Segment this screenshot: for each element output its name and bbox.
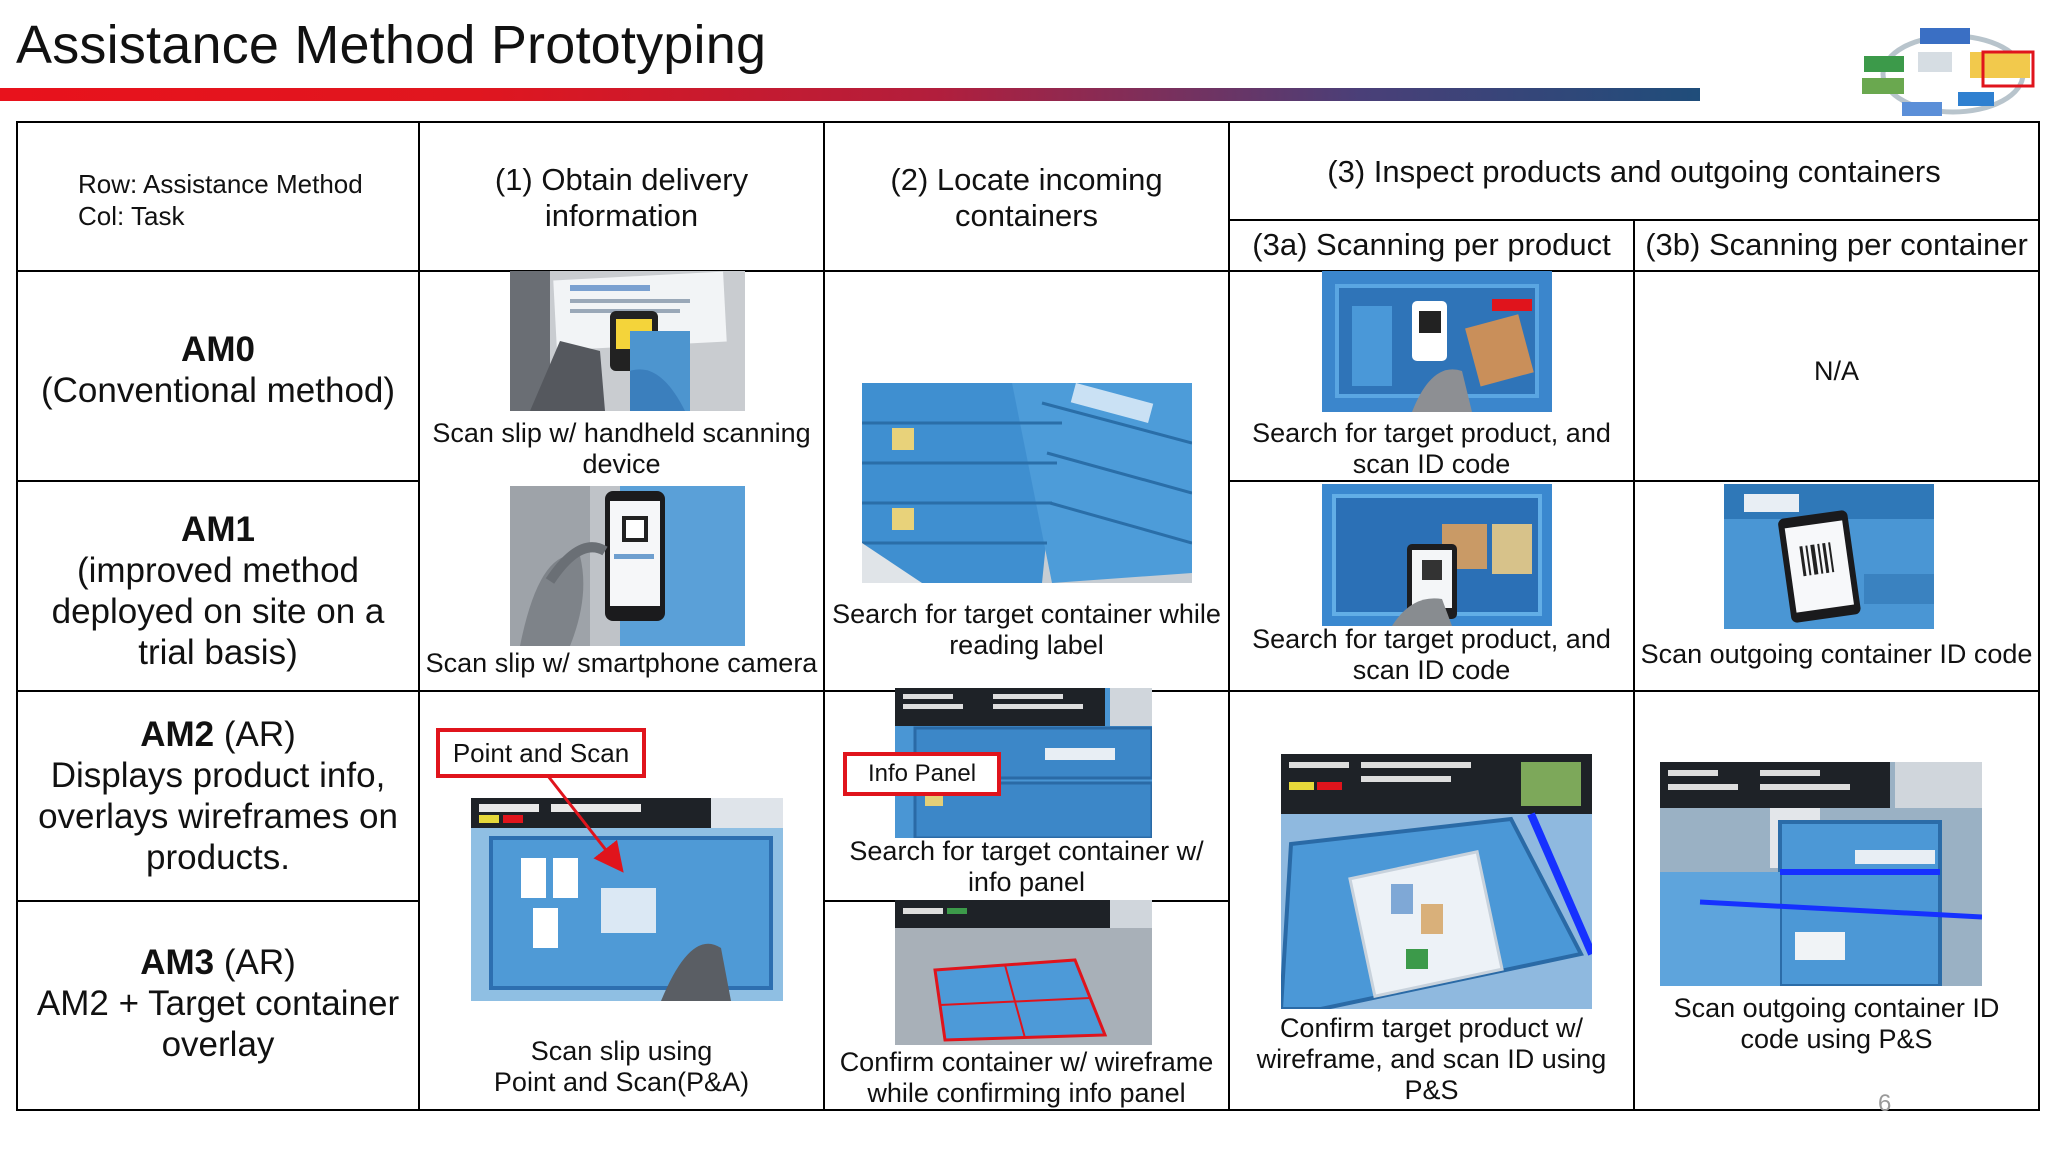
column-header-3a: (3a) Scanning per product: [1252, 227, 1611, 262]
photo-container-label-scan: [1724, 484, 1934, 629]
am0-desc: (Conventional method): [40, 371, 396, 410]
am0-name: AM0: [181, 330, 255, 369]
col-divider: [1228, 121, 1230, 1111]
caption-am2-c2-l2: info panel: [967, 867, 1086, 897]
caption-am0-c3a: Search for target product, and scan ID c…: [1230, 418, 1633, 480]
am1-desc-1: (improved method: [76, 551, 360, 590]
am3-name: AM3: [140, 943, 215, 982]
process-diagram-thumbnail: [1858, 22, 2038, 122]
caption-c1-am23-l1: Scan slip using: [530, 1036, 713, 1066]
am2-tag: (AR): [214, 715, 296, 754]
caption-c3b-am23-l2: code using P&S: [1740, 1024, 1933, 1054]
row-divider: [1228, 480, 2038, 482]
caption-am2-c2: Search for target container w/ info pane…: [825, 836, 1228, 898]
caption-am0-c3a-l1: Search for target product, and: [1252, 418, 1611, 448]
am1-name: AM1: [181, 510, 255, 549]
caption-c3a-am23-l2: wireframe, and scan ID using: [1256, 1044, 1607, 1074]
title-gradient-rule: [0, 88, 1700, 101]
photo-product-scan-am1: [1322, 484, 1552, 626]
photo-container-ps-scan: [1660, 762, 1982, 986]
am1-desc-3: trial basis): [138, 633, 298, 672]
caption-am3-c2-l2: while confirming info panel: [867, 1078, 1186, 1108]
col-divider: [418, 121, 420, 1111]
corner-legend: Row: Assistance Method Col: Task: [78, 168, 363, 232]
am2-desc-1: Displays product info,: [50, 756, 386, 795]
caption-am1-c3a-l1: Search for target product, and: [1252, 624, 1611, 654]
row-divider: [16, 270, 2038, 272]
row-label-am0: AM0 (Conventional method): [18, 329, 418, 411]
point-and-scan-callout: Point and Scan: [436, 728, 646, 778]
column-header-3b: (3b) Scanning per container: [1645, 227, 2028, 262]
am2-desc-2: overlays wireframes on: [38, 797, 398, 836]
row-divider: [16, 900, 418, 902]
caption-am0-c1-l1: Scan slip w/ handheld scanning: [432, 418, 811, 448]
am3-tag: (AR): [214, 943, 296, 982]
corner-row-label: Row: Assistance Method: [78, 169, 363, 199]
caption-am1-c1: Scan slip w/ smartphone camera: [425, 648, 818, 678]
caption-am0-c1-l2: device: [582, 449, 661, 479]
col-divider: [823, 121, 825, 1111]
caption-am0-c1: Scan slip w/ handheld scanning device: [420, 418, 823, 480]
column-header-2-line2: containers: [954, 198, 1099, 233]
caption-am0-c3a-l2: scan ID code: [1352, 449, 1511, 479]
assistance-method-table: [16, 121, 2040, 1111]
caption-c3a-am23: Confirm target product w/ wireframe, and…: [1230, 1013, 1633, 1106]
column-header-2-line1: (2) Locate incoming: [890, 162, 1163, 197]
photo-smartphone-scan: [510, 486, 745, 646]
caption-c3a-am23-l3: P&S: [1404, 1075, 1459, 1105]
column-header-3: (3) Inspect products and outgoing contai…: [1327, 154, 1941, 189]
photo-stacked-containers: [862, 383, 1192, 583]
am3-desc-2: overlay: [161, 1025, 275, 1064]
caption-c1-am23-l2: Point and Scan(P&A): [493, 1067, 750, 1097]
caption-am3-c2: Confirm container w/ wireframe while con…: [825, 1047, 1228, 1109]
caption-c3a-am23-l1: Confirm target product w/: [1279, 1013, 1584, 1043]
column-header-1-line2: information: [544, 198, 699, 233]
caption-c3b-am23: Scan outgoing container ID code using P&…: [1635, 993, 2038, 1055]
caption-c2-am01-l1: Search for target container while: [832, 599, 1221, 629]
row-divider: [16, 480, 418, 482]
page-number: 6: [1878, 1090, 1892, 1117]
row-label-am3: AM3 (AR) AM2 + Target container overlay: [18, 942, 418, 1065]
caption-c2-am01: Search for target container while readin…: [825, 599, 1228, 661]
photo-wireframe-product: [1281, 754, 1592, 1009]
caption-am2-c2-l1: Search for target container w/: [849, 836, 1204, 866]
page-title: Assistance Method Prototyping: [16, 15, 767, 75]
caption-c1-am23: Scan slip using Point and Scan(P&A): [420, 1036, 823, 1098]
photo-wireframe-container: [895, 900, 1152, 1045]
column-header-2: (2) Locate incoming containers: [825, 162, 1228, 234]
caption-c2-am01-l2: reading label: [949, 630, 1104, 660]
am1-desc-2: deployed on site on a: [51, 592, 385, 631]
photo-product-scan-am0: [1322, 271, 1552, 412]
corner-col-label: Col: Task: [78, 201, 185, 231]
am2-name: AM2: [140, 715, 215, 754]
caption-c3b-am23-l1: Scan outgoing container ID: [1673, 993, 2000, 1023]
photo-info-panel-ar: [895, 688, 1152, 838]
am2-desc-3: products.: [146, 838, 290, 877]
info-panel-callout: Info Panel: [843, 752, 1001, 796]
caption-am1-c3a: Search for target product, and scan ID c…: [1230, 624, 1633, 686]
row-divider: [1228, 219, 2038, 221]
am3-desc-1: AM2 + Target container: [36, 984, 400, 1023]
row-label-am1: AM1 (improved method deployed on site on…: [18, 509, 418, 673]
column-header-1-line1: (1) Obtain delivery: [494, 162, 749, 197]
photo-handheld-scanner: [510, 271, 745, 411]
row-label-am2: AM2 (AR) Displays product info, overlays…: [18, 714, 418, 878]
caption-am3-c2-l1: Confirm container w/ wireframe: [839, 1047, 1214, 1077]
caption-am1-c3b: Scan outgoing container ID code: [1640, 639, 2033, 669]
column-header-1: (1) Obtain delivery information: [420, 162, 823, 234]
caption-am1-c3a-l2: scan ID code: [1352, 655, 1511, 685]
col-divider: [1633, 219, 1635, 1111]
photo-point-and-scan-ar: [471, 798, 783, 1001]
caption-am0-c3b: N/A: [1813, 356, 1859, 386]
